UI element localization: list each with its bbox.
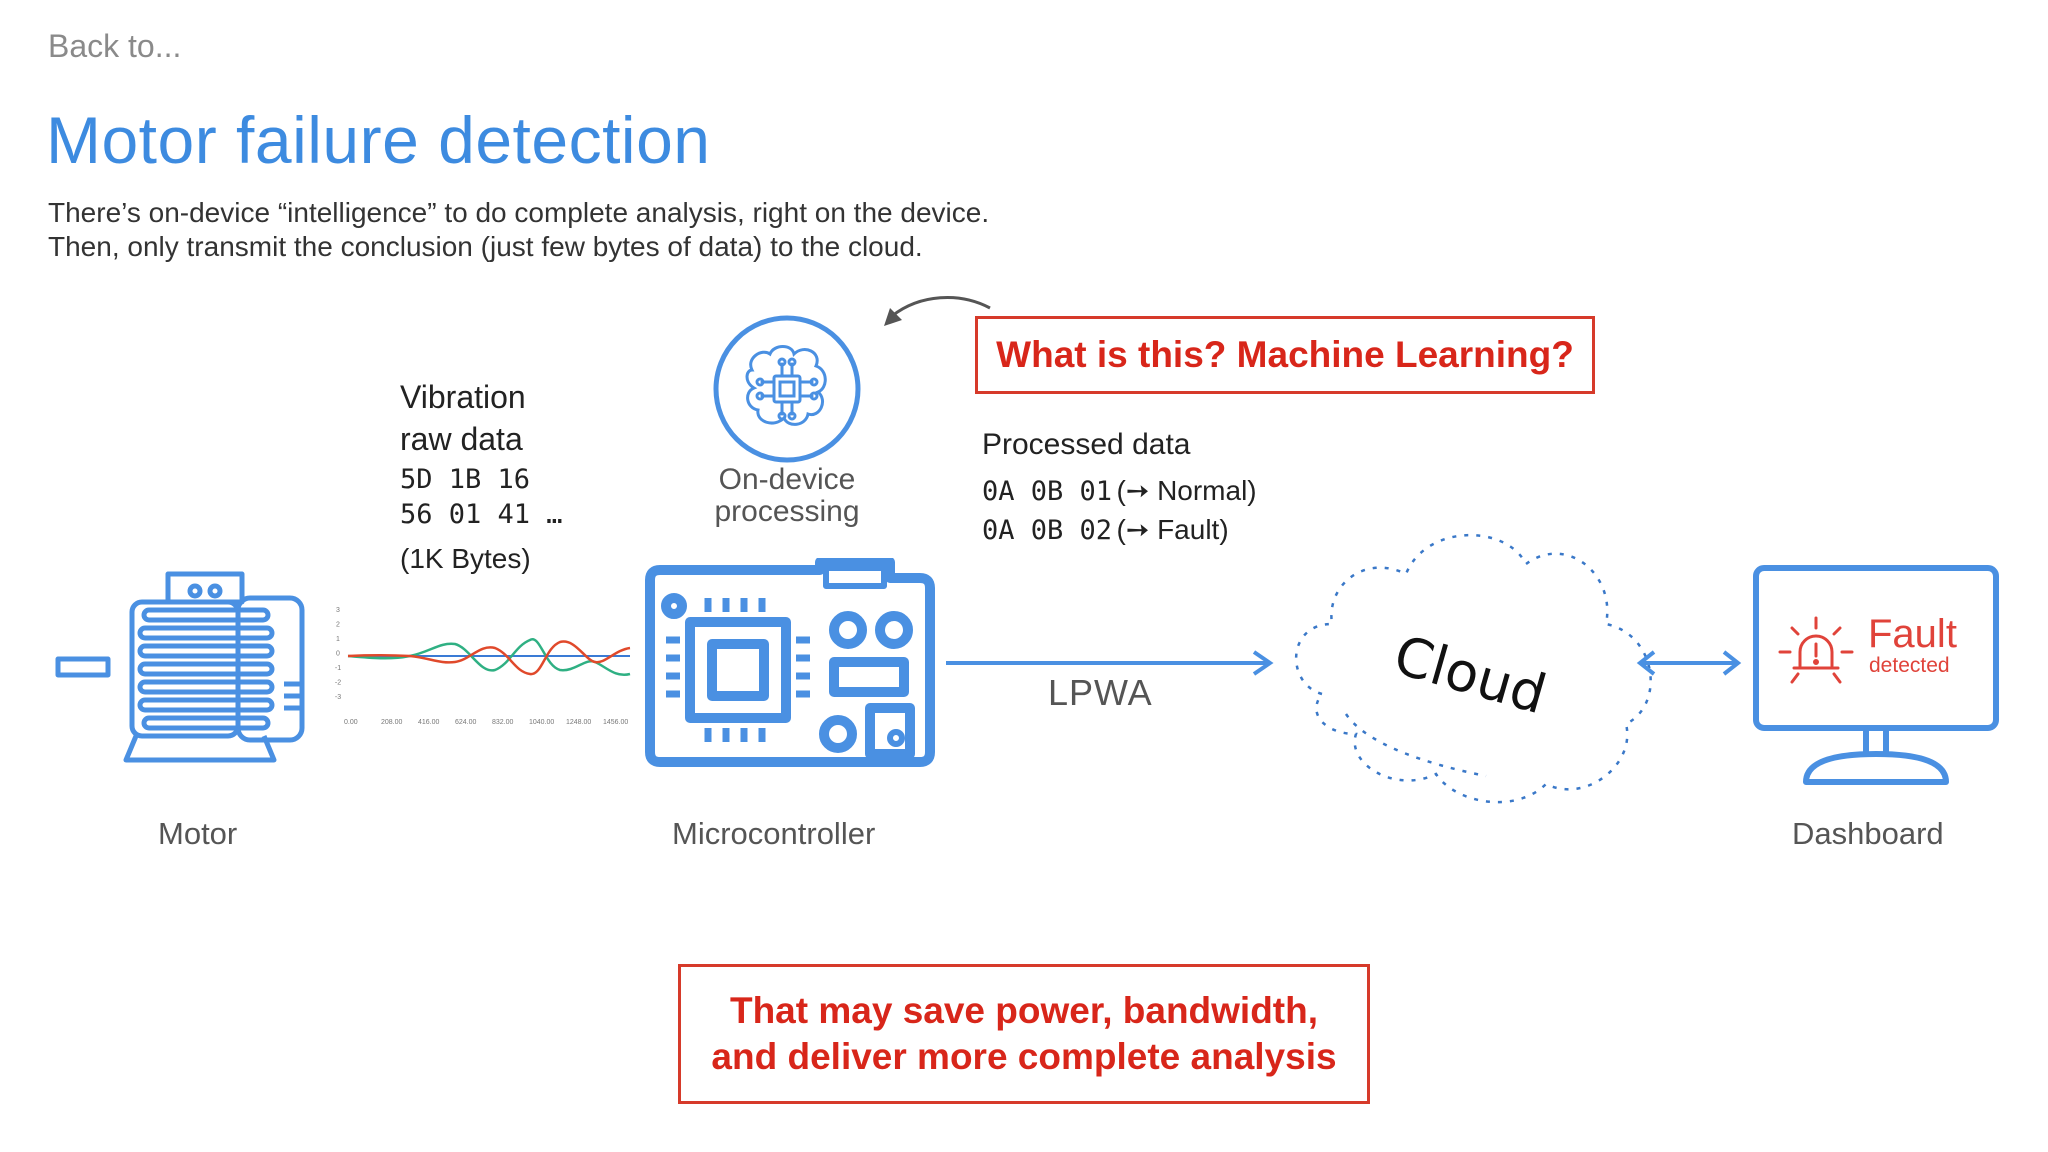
on-device-label: On-device processing — [680, 464, 894, 528]
chart-y-tick: -3 — [335, 694, 341, 701]
vibration-hex-line-1: 5D 1B 16 — [400, 464, 531, 495]
bidirectional-arrow — [1636, 650, 1742, 676]
motor-icon — [55, 571, 305, 763]
chart-x-tick: 1040.00 — [529, 719, 554, 726]
chart-y-tick: 1 — [336, 636, 340, 643]
vibration-title: Vibration raw data — [400, 376, 526, 460]
signal-red-line — [347, 640, 631, 676]
vibration-title-line-2: raw data — [400, 421, 523, 457]
processed-row-normal: 0A 0B 01 (➙ Normal) — [982, 474, 1257, 509]
vibration-title-line-1: Vibration — [400, 379, 526, 415]
processed-row-fault-text: (➙ Fault) — [1116, 514, 1229, 545]
machine-learning-callout: What is this? Machine Learning? — [975, 316, 1595, 394]
chart-x-tick: 0.00 — [344, 719, 358, 726]
microcontroller-icon — [645, 558, 935, 767]
back-link[interactable]: Back to... — [48, 28, 182, 64]
microcontroller-label: Microcontroller — [672, 816, 876, 851]
chart-y-tick: 2 — [336, 622, 340, 629]
chart-y-tick: -1 — [335, 665, 341, 672]
processed-row-fault-hex: 0A 0B 02 — [982, 515, 1113, 546]
processed-row-normal-hex: 0A 0B 01 — [982, 476, 1113, 507]
on-device-label-line-1: On-device — [718, 463, 856, 496]
chart-x-tick: 832.00 — [492, 719, 514, 726]
page-subtitle: There’s on-device “intelligence” to do c… — [48, 196, 989, 264]
chart-x-tick: 1248.00 — [566, 719, 591, 726]
chart-y-tick: 0 — [336, 651, 340, 658]
lpwa-arrow — [946, 650, 1274, 676]
machine-learning-callout-text: What is this? Machine Learning? — [996, 334, 1574, 375]
processed-row-normal-text: (➙ Normal) — [1116, 475, 1257, 506]
chart-x-ticks: 0.00 208.00 416.00 624.00 832.00 1040.00 1248.… — [344, 719, 628, 726]
callout-pointer-arrow — [884, 296, 991, 326]
lpwa-label: LPWA — [1048, 672, 1153, 713]
chart-x-tick: 208.00 — [381, 719, 403, 726]
chart-x-tick: 624.00 — [455, 719, 477, 726]
dashboard-monitor-icon — [1753, 565, 1999, 785]
chart-x-tick: 416.00 — [418, 719, 440, 726]
vibration-hex-line-2: 56 01 41 … — [400, 499, 563, 530]
motor-label: Motor — [158, 816, 238, 851]
fault-status: Fault — [1868, 612, 1957, 656]
vibration-hex: 5D 1B 16 56 01 41 … — [400, 462, 563, 532]
alarm-light-icon — [1778, 616, 1854, 684]
subtitle-line-2: Then, only transmit the conclusion (just… — [48, 231, 923, 262]
page-title: Motor failure detection — [46, 103, 711, 177]
processed-data-title: Processed data — [982, 428, 1191, 461]
cloud-icon — [1295, 534, 1652, 804]
processed-row-fault: 0A 0B 02 (➙ Fault) — [982, 513, 1229, 548]
chart-y-tick: -2 — [335, 680, 341, 687]
ai-chip-brain-icon — [713, 315, 861, 463]
vibration-signal-chart: 3 2 1 0 -1 -2 -3 0.00 208.00 416.00 624.00 832.00 1… — [335, 607, 631, 726]
vibration-size: (1K Bytes) — [400, 543, 531, 574]
on-device-label-line-2: processing — [714, 495, 860, 528]
benefit-callout-line-2: and deliver more complete analysis — [711, 1036, 1337, 1077]
chart-y-ticks: 3 2 1 0 -1 -2 -3 — [335, 607, 341, 701]
chart-y-tick: 3 — [336, 607, 340, 614]
subtitle-line-1: There’s on-device “intelligence” to do c… — [48, 197, 990, 228]
dashboard-label: Dashboard — [1792, 816, 1944, 851]
benefit-callout: That may save power, bandwidth, and deli… — [678, 964, 1370, 1104]
fault-status-sub: detected — [1869, 654, 1950, 677]
benefit-callout-line-1: That may save power, bandwidth, — [729, 990, 1319, 1031]
chart-x-tick: 1456.00 — [603, 719, 628, 726]
